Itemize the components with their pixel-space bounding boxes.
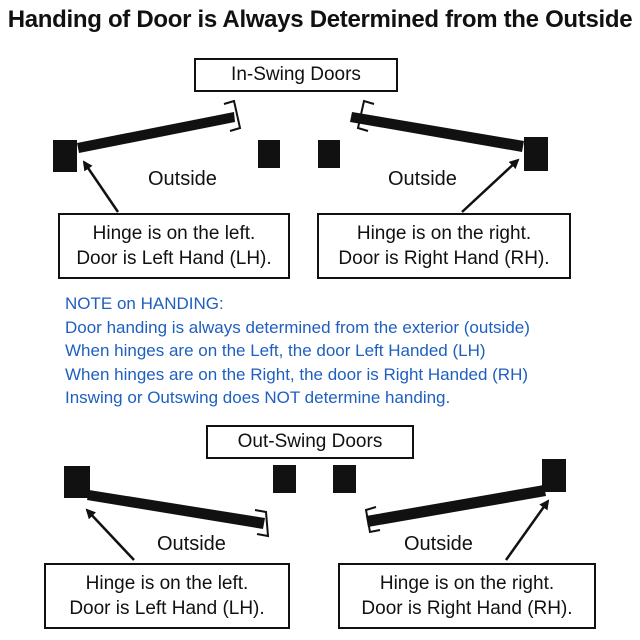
inswing-right-door-leaf [350, 112, 524, 152]
outswing-right-door [333, 459, 566, 561]
handing-text: Door is Right Hand (RH). [361, 598, 573, 619]
hinge-side-text: Hinge is on the right. [379, 573, 555, 594]
outswing-right-door-leaf [366, 485, 546, 527]
inswing-left-strike-jamb [258, 140, 280, 168]
outswing-left-hinge-box: Hinge is on the left. Door is Left Hand … [44, 563, 290, 629]
outswing-right-outside-label: Outside [404, 533, 473, 555]
inswing-right-outside-label: Outside [388, 168, 457, 190]
outswing-left-strike-jamb [273, 465, 296, 493]
inswing-right-door [318, 99, 548, 213]
inswing-left-door [53, 99, 280, 213]
outswing-right-arrow [504, 499, 550, 561]
outswing-left-hinge-jamb [64, 466, 90, 498]
note-line: Inswing or Outswing does NOT determine h… [65, 388, 451, 408]
outswing-right-stop [364, 506, 381, 534]
inswing-right-hinge-jamb [524, 137, 548, 171]
inswing-right-stop [356, 99, 375, 132]
note-line: When hinges are on the Right, the door i… [65, 364, 529, 384]
outswing-left-arrow [85, 508, 135, 561]
hinge-side-text: Hinge is on the left. [85, 573, 249, 594]
inswing-right-strike-jamb [318, 140, 340, 168]
note-heading: NOTE on HANDING: [65, 294, 224, 313]
outswing-left-outside-label: Outside [157, 533, 226, 555]
outswing-section-label: Out-Swing Doors [206, 425, 414, 459]
inswing-left-arrow [82, 160, 120, 213]
page-title: Handing of Door is Always Determined fro… [7, 6, 633, 33]
handing-note: NOTE on HANDING: Door handing is always … [65, 292, 635, 410]
inswing-left-stop [223, 99, 242, 132]
handing-text: Door is Left Hand (LH). [76, 248, 272, 269]
handing-text: Door is Left Hand (LH). [69, 598, 265, 619]
inswing-left-hinge-box: Hinge is on the left. Door is Left Hand … [58, 213, 290, 279]
hinge-side-text: Hinge is on the right. [356, 223, 532, 244]
outswing-left-stop [254, 509, 270, 538]
inswing-left-door-leaf [77, 112, 235, 153]
inswing-right-hinge-box: Hinge is on the right. Door is Right Han… [317, 213, 571, 279]
inswing-right-arrow [461, 158, 520, 213]
outswing-left-door-leaf [87, 490, 265, 529]
outswing-right-hinge-box: Hinge is on the right. Door is Right Han… [338, 563, 596, 629]
inswing-section-label: In-Swing Doors [194, 58, 398, 92]
outswing-right-strike-jamb [333, 465, 356, 493]
hinge-side-text: Hinge is on the left. [92, 223, 256, 244]
note-line: Door handing is always determined from t… [65, 317, 530, 337]
outswing-right-hinge-jamb [542, 459, 566, 492]
outswing-left-door [64, 465, 296, 561]
handing-text: Door is Right Hand (RH). [338, 248, 550, 269]
inswing-left-outside-label: Outside [148, 168, 217, 190]
note-line: When hinges are on the Left, the door Le… [65, 341, 486, 361]
inswing-left-hinge-jamb [53, 140, 77, 172]
